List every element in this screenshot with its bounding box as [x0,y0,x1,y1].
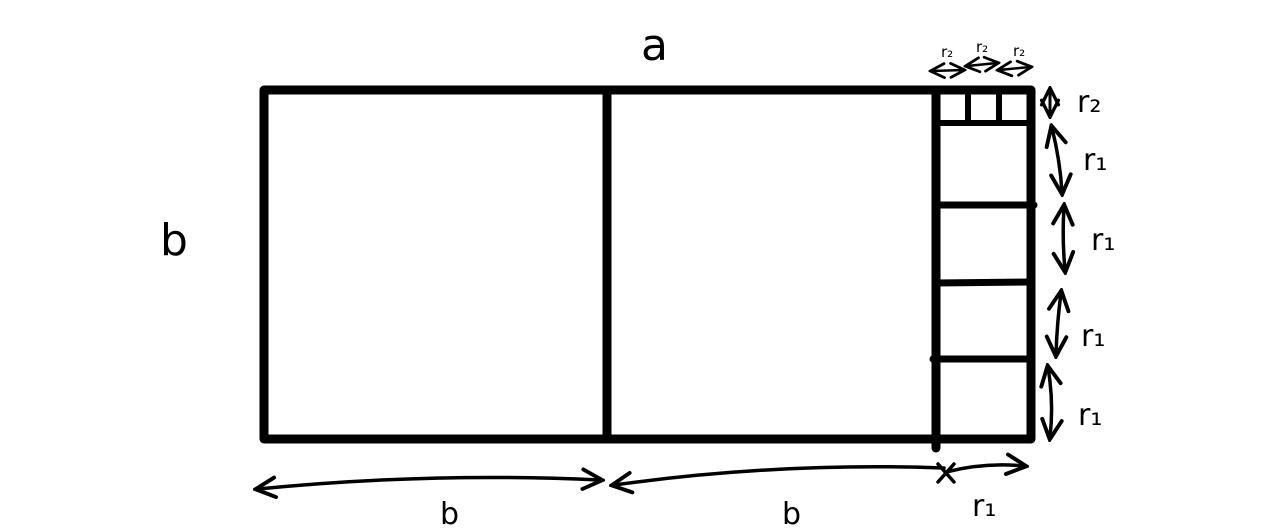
label-top-a: a [641,20,668,71]
bottom-arrow-b-1 [258,477,600,489]
r1-divider-2 [932,278,1035,287]
top-arrow-r2-2 [967,63,997,66]
label-bottom-b-2: b [782,497,801,530]
label-left-b: b [160,215,188,266]
outer-rectangle [259,85,1036,444]
label-bottom-b-1: b [440,497,459,530]
label-bottom-r1: r₁ [972,489,996,524]
right-arrow-r1-4 [1048,368,1052,437]
right-arrow-r1-3 [1056,293,1061,354]
right-arrow-r1-1 [1052,128,1062,192]
label-top-r2-3: r₂ [1013,42,1025,60]
label-top-r2-2: r₂ [976,38,988,56]
label-right-r1-1: r₁ [1083,143,1107,178]
label-right-r1-4: r₁ [1078,398,1102,433]
bottom-arrow-b-2 [614,465,946,485]
top-arrow-r2-3 [999,67,1030,70]
label-right-r1-2: r₁ [1091,223,1115,258]
label-right-r1-3: r₁ [1081,319,1105,354]
label-top-r2-1: r₂ [941,43,953,61]
top-arrow-r2-1 [932,70,963,71]
right-arrow-r1-2 [1063,207,1065,270]
label-right-r2: r₂ [1077,85,1101,120]
bottom-arrow-r1 [944,465,1024,472]
